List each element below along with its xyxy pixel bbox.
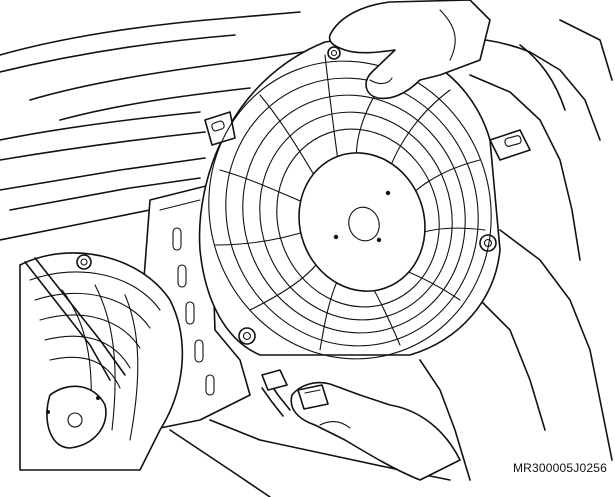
secondary-fan xyxy=(19,252,184,471)
engine-bay-lines xyxy=(0,11,613,497)
upper-hand xyxy=(328,0,491,100)
connector-and-hand xyxy=(261,369,461,481)
figure-part-code: MR300005J0256 xyxy=(512,461,607,475)
main-fan xyxy=(198,39,531,360)
